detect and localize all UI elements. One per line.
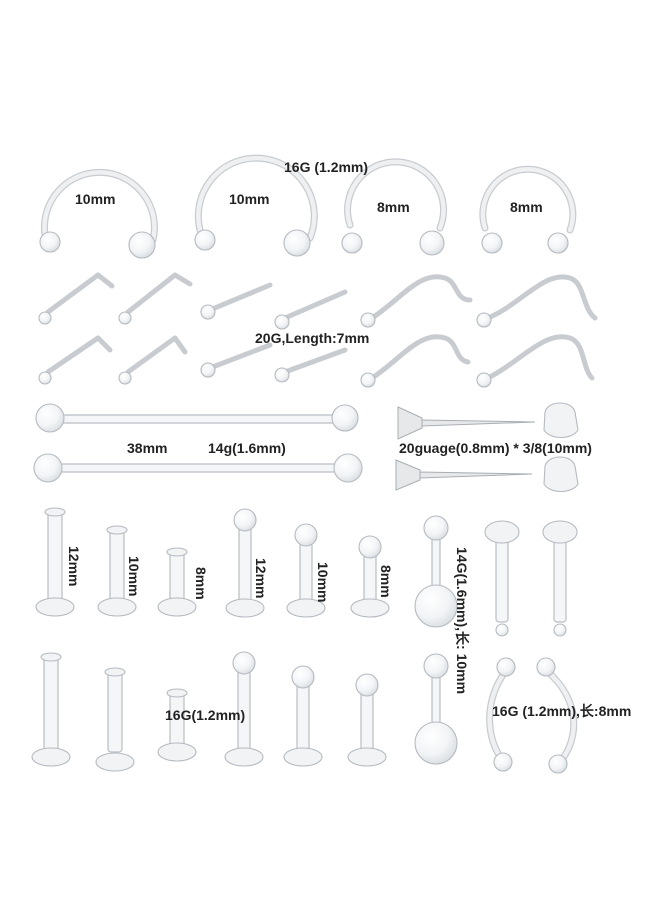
flat-labret-length-label: 10mm bbox=[126, 556, 142, 597]
ball-labret bbox=[347, 673, 387, 767]
ball-labret bbox=[350, 535, 390, 618]
industrial-barbell bbox=[35, 403, 359, 433]
nose-bone-pin bbox=[274, 347, 348, 383]
horseshoe-gauge-label: 16G (1.2mm) bbox=[284, 159, 369, 175]
nose-l-pin bbox=[118, 272, 193, 325]
horseshoe-ring-2 bbox=[194, 154, 318, 257]
belly-ring-spec-label: 14G(1.6mm),长: 10mm bbox=[454, 547, 470, 695]
curved-barbell bbox=[536, 657, 578, 774]
nose-screw-pin bbox=[476, 334, 595, 388]
nose-screw-pin bbox=[476, 274, 598, 328]
flat-labret bbox=[157, 688, 197, 762]
ball-labret bbox=[225, 508, 265, 618]
labret-gauge-label: 16G(1.2mm) bbox=[165, 707, 246, 723]
nose-bone-pin bbox=[200, 342, 273, 378]
flat-labret-length-label: 8mm bbox=[193, 567, 209, 600]
curved-barbell bbox=[486, 657, 516, 772]
push-pin-labret bbox=[484, 520, 520, 637]
horseshoe-ring-1 bbox=[39, 168, 158, 259]
flat-labret bbox=[31, 652, 71, 767]
curved-barbell-spec-label: 16G (1.2mm),长:8mm bbox=[492, 703, 632, 719]
nose-l-pin bbox=[38, 335, 113, 385]
flat-labret-length-label: 12mm bbox=[66, 546, 82, 587]
ball-labret bbox=[224, 651, 264, 767]
ball-labret-length-label: 10mm bbox=[315, 562, 331, 603]
earring-stud bbox=[395, 459, 533, 491]
barbell-gauge-label: 14g(1.6mm) bbox=[208, 440, 286, 456]
earring-back bbox=[543, 456, 579, 493]
horseshoe-ring-4 bbox=[479, 165, 577, 254]
nose-screw-pin bbox=[360, 274, 473, 328]
industrial-barbell bbox=[33, 453, 363, 483]
belly-ring bbox=[414, 515, 458, 628]
flat-labret bbox=[97, 525, 137, 617]
flat-labret bbox=[95, 667, 135, 772]
stud-spec-label: 20guage(0.8mm) * 3/8(10mm) bbox=[399, 440, 592, 456]
flat-labret bbox=[157, 547, 197, 617]
push-pin-labret bbox=[542, 520, 578, 637]
horseshoe-size-label: 8mm bbox=[377, 199, 410, 215]
belly-ring bbox=[414, 653, 458, 765]
earring-back bbox=[543, 402, 579, 439]
barbell-length-label: 38mm bbox=[127, 440, 168, 456]
horseshoe-size-label: 8mm bbox=[510, 199, 543, 215]
ball-labret-length-label: 12mm bbox=[253, 558, 269, 599]
ball-labret bbox=[286, 523, 326, 618]
ball-labret bbox=[283, 665, 323, 767]
horseshoe-size-label: 10mm bbox=[229, 191, 270, 207]
nose-l-pin bbox=[38, 272, 115, 325]
horseshoe-ring-3 bbox=[341, 158, 448, 256]
horseshoe-size-label: 10mm bbox=[75, 191, 116, 207]
earring-stud bbox=[397, 406, 536, 440]
nose-screw-pin bbox=[360, 334, 471, 388]
nose-pin-spec-label: 20G,Length:7mm bbox=[255, 330, 370, 346]
nose-bone-pin bbox=[274, 289, 348, 330]
nose-bone-pin bbox=[200, 282, 273, 320]
nose-l-pin bbox=[118, 335, 188, 385]
flat-labret bbox=[35, 507, 75, 617]
ball-labret-length-label: 8mm bbox=[378, 565, 394, 598]
